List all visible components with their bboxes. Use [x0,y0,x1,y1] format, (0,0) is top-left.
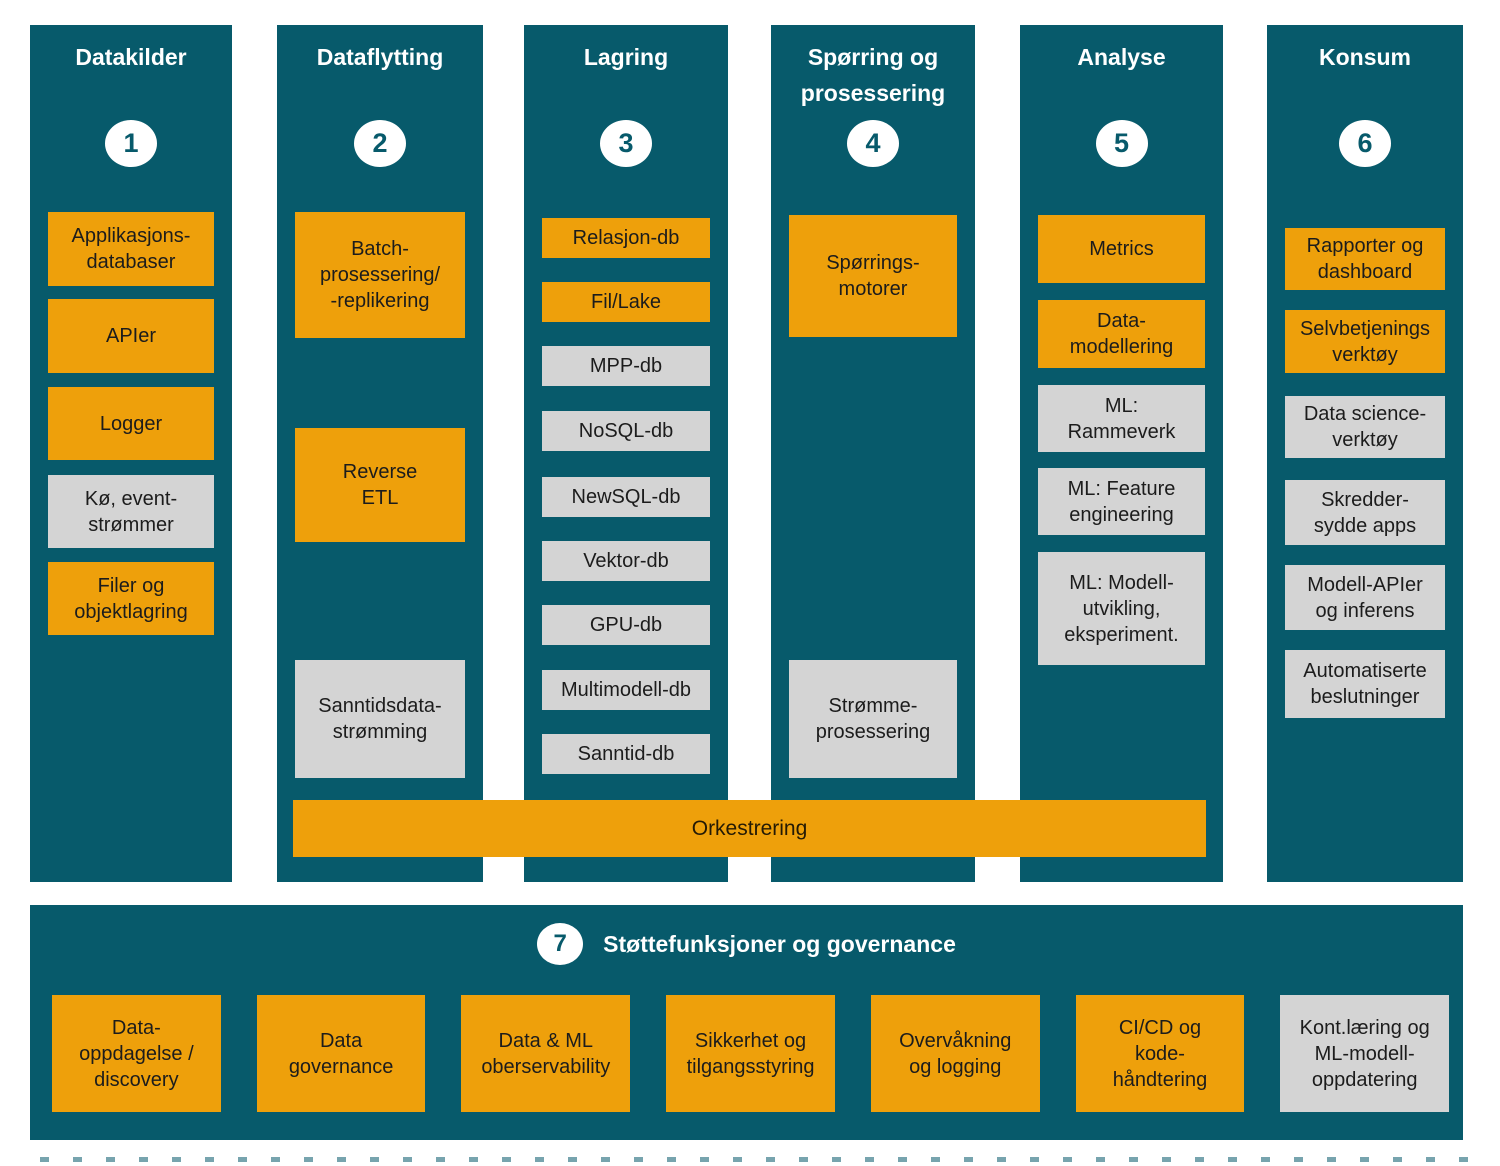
column-dataflytting: Dataflytting 2 Batch- prosessering/ -rep… [277,25,483,882]
step-number-circle: 1 [105,120,157,167]
diagram-box: Logger [48,387,214,460]
support-boxes: Data- oppdagelse / discovery Data governa… [52,995,1450,1112]
support-title: Støttefunksjoner og governance [603,930,956,957]
diagram-box: Vektor-db [542,541,710,581]
diagram-box: Modell-APIer og inferens [1285,565,1445,630]
column-title: Datakilder [75,44,187,70]
column-sporring-og-prosessering: Spørring og prosessering 4 Spørrings- mo… [771,25,975,882]
diagram-box: Selvbetjenings verktøy [1285,310,1445,373]
diagram-box: ML: Rammeverk [1038,385,1205,452]
cutoff-text-marks [40,1157,1476,1162]
diagram-box: MPP-db [542,346,710,386]
step-number-circle: 4 [847,120,899,167]
diagram-box: Data governance [256,995,426,1112]
step-number-circle: 2 [354,120,406,167]
diagram-box: NewSQL-db [542,477,710,517]
diagram-box: Data & ML oberservability [461,995,631,1112]
diagram-box: NoSQL-db [542,411,710,451]
diagram-box: Relasjon-db [542,218,710,258]
column-title: Analyse [1077,44,1166,70]
support-header: 7 Støttefunksjoner og governance [30,919,1463,969]
diagram-box: Sanntidsdata- strømming [295,660,465,778]
step-number-circle: 3 [600,120,652,167]
diagram-box: Data- modellering [1038,300,1205,368]
step-number: 4 [865,128,881,158]
diagram-box: Metrics [1038,215,1205,283]
diagram-box: Filer og objektlagring [48,562,214,635]
step-number: 3 [618,128,634,158]
step-number: 6 [1357,128,1373,158]
column-title: Lagring [583,44,669,70]
diagram-box: Multimodell-db [542,670,710,710]
support-panel: 7 Støttefunksjoner og governance Data- o… [30,905,1463,1140]
diagram-box: Kont.læring og ML-modell- oppdatering [1280,995,1450,1112]
diagram-box: Automatiserte beslutninger [1285,650,1445,718]
diagram-box: APIer [48,299,214,373]
column-title: Spørring og prosessering [800,44,946,106]
step-number-circle: 5 [1095,120,1148,167]
step-number: 5 [1113,128,1130,158]
diagram-box: ML: Feature engineering [1038,468,1205,535]
diagram-box: Sanntid-db [542,734,710,774]
diagram-box: Applikasjons- databaser [48,212,214,286]
diagram-box: Skredder- sydde apps [1285,480,1445,545]
step-number: 1 [123,128,139,158]
diagram-box: Kø, event- strømmer [48,475,214,548]
step-number-circle: 6 [1339,120,1391,167]
step-number-circle: 7 [537,923,584,965]
column-title: Konsum [1319,44,1411,70]
diagram-box: Rapporter og dashboard [1285,228,1445,290]
diagram-box: GPU-db [542,605,710,645]
column-title: Dataflytting [316,44,444,70]
diagram-box: Overvåkning og logging [870,995,1040,1112]
diagram-box: Sikkerhet og tilgangsstyring [666,995,835,1112]
diagram-box: CI/CD og kode- håndtering [1075,995,1245,1112]
step-number: 2 [372,128,388,158]
diagram-box: Fil/Lake [542,282,710,322]
diagram-box: Batch- prosessering/ -replikering [295,212,465,338]
diagram-box: Spørrings- motorer [789,215,957,337]
diagram-box: Strømme- prosessering [789,660,957,778]
diagram-box: ML: Modell- utvikling, eksperiment. [1038,552,1205,665]
diagram-box: Data- oppdagelse / discovery [52,995,221,1112]
orchestration-bar: Orkestrering [293,800,1206,857]
diagram-box: Reverse ETL [295,428,465,542]
step-number: 7 [553,930,567,957]
diagram-box: Data science- verktøy [1285,396,1445,458]
